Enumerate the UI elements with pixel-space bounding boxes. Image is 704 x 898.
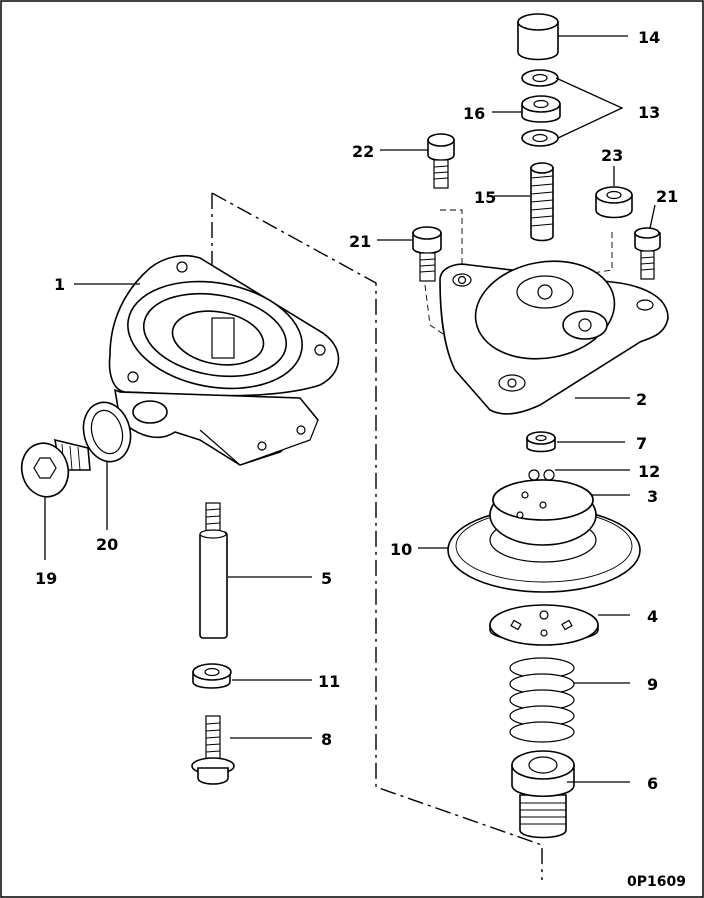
part-19-plug: [20, 438, 91, 498]
callout-11: 11: [318, 672, 340, 691]
callout-4: 4: [647, 607, 658, 626]
callout-9: 9: [647, 675, 658, 694]
part-22-bolt: [427, 133, 455, 189]
part-14-cap: [517, 13, 559, 61]
callout-10: 10: [390, 540, 412, 559]
callout-13: 13: [638, 103, 660, 122]
callout-labels: 1 2 3 4 5 6 7 8 9 10 11 12 13 14 15 16 1…: [35, 28, 686, 890]
part-10-diaphragm: [447, 479, 641, 593]
callout-16: 16: [463, 104, 485, 123]
part-15-adjusting-screw: [530, 162, 554, 242]
callout-8: 8: [321, 730, 332, 749]
callout-2: 2: [636, 390, 647, 409]
part-2-cover: [439, 260, 669, 415]
part-11-nut: [192, 663, 232, 689]
part-8-flange-bolt: [191, 715, 235, 785]
part-23-cap-nut: [595, 186, 633, 219]
leader-lines: [44, 35, 656, 783]
callout-12: 12: [638, 462, 660, 481]
callout-15: 15: [474, 188, 496, 207]
part-6-valve-seat: [511, 750, 575, 839]
callout-21-right: 21: [656, 187, 678, 206]
callout-21-left: 21: [349, 232, 371, 251]
part-7-nut: [526, 431, 556, 453]
part-12-balls: [528, 469, 555, 481]
figure-code: 0P1609: [627, 874, 686, 890]
callout-3: 3: [647, 487, 658, 506]
part-16-nut: [521, 95, 561, 123]
callout-1: 1: [54, 275, 65, 294]
part-1-housing: [108, 254, 340, 466]
callout-20: 20: [96, 535, 118, 554]
part-5-stud: [199, 502, 228, 639]
part-4-lower-plate: [489, 604, 599, 646]
part-9-spring: [509, 657, 575, 743]
part-21-bolt-left: [412, 226, 442, 282]
callout-14: 14: [638, 28, 660, 47]
part-13-washers: [521, 69, 559, 147]
part-21-bolt-right: [634, 227, 661, 280]
callout-23: 23: [601, 146, 623, 165]
callout-19: 19: [35, 569, 57, 588]
callout-6: 6: [647, 774, 658, 793]
callout-22: 22: [352, 142, 374, 161]
part-20-gasket: [82, 401, 132, 463]
callout-7: 7: [636, 434, 647, 453]
callout-5: 5: [321, 569, 332, 588]
